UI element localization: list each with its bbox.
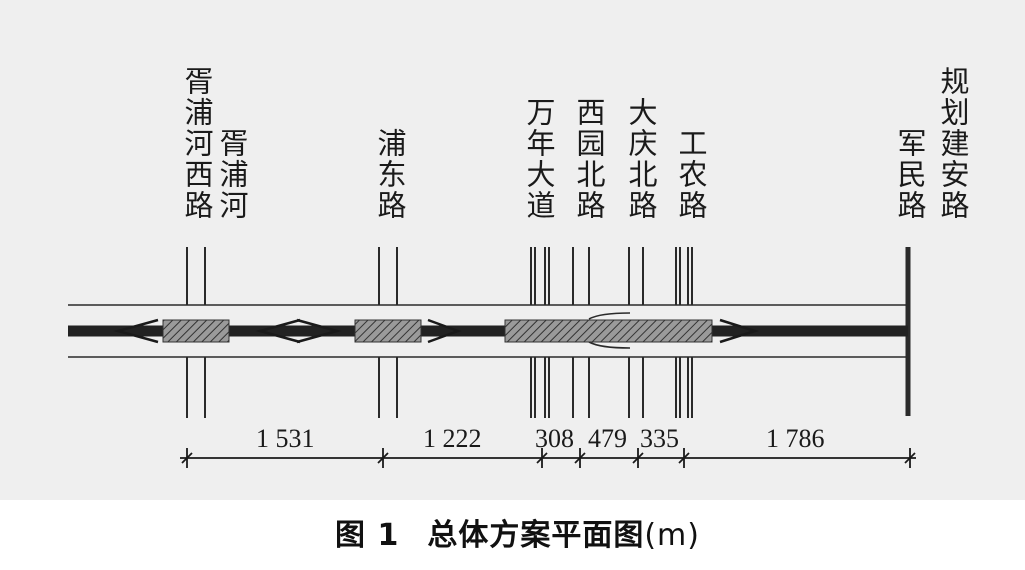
arrow-east-gongnong	[719, 318, 760, 344]
road-label-wannian: 万年大道	[522, 97, 556, 221]
tunnel-section-2	[354, 319, 422, 343]
cross-street-pudong	[378, 247, 398, 418]
figure-title: 总体方案平面图	[427, 518, 645, 553]
tunnel-section-3	[504, 319, 713, 343]
dimension-label-3: 308	[535, 424, 574, 453]
road-plan-svg	[68, 247, 916, 468]
road-label-pudong: 浦东路	[373, 128, 407, 221]
arrow-west-end	[113, 318, 159, 344]
ramp-connectors	[588, 312, 631, 349]
dimension-label-2: 1 222	[423, 424, 482, 453]
cross-street-wannian	[530, 247, 550, 418]
arrow-east-pudong	[427, 318, 462, 344]
tunnel-section-1	[162, 319, 230, 343]
road-label-xupu-river: 胥浦河	[215, 128, 249, 221]
figure-number: 图 1	[335, 518, 400, 553]
cross-street-gongnong	[675, 247, 693, 418]
dimension-label-4: 479	[588, 424, 627, 453]
dimension-line	[180, 448, 916, 468]
road-label-xupu-west: 胥浦河西路	[180, 66, 214, 221]
road-label-junmin: 军民路	[893, 128, 927, 221]
plan-diagram: 胥浦河西路 胥浦河 浦东路 万年大道 西园北路 大庆北路 工农路 军民路 规划建…	[0, 0, 1025, 500]
arrow-double-left	[255, 318, 301, 344]
road-label-gongnong: 工农路	[674, 128, 708, 221]
ramp-arrows	[113, 318, 760, 344]
dimension-label-5: 335	[640, 424, 679, 453]
cross-street-xupu-west	[186, 247, 206, 418]
dimension-label-1: 1 531	[256, 424, 315, 453]
dimension-label-6: 1 786	[766, 424, 825, 453]
figure-unit: (m)	[644, 518, 700, 553]
road-label-daqing-north: 大庆北路	[624, 97, 658, 221]
cross-street-daqing-north	[628, 247, 644, 418]
arrow-double-right	[296, 318, 342, 344]
road-label-planned-jianan: 规划建安路	[936, 66, 970, 221]
figure-caption: 图 1 总体方案平面图(m)	[0, 510, 1025, 554]
cross-street-xiyuan-north	[572, 247, 590, 418]
road-label-xiyuan-north: 西园北路	[572, 97, 606, 221]
